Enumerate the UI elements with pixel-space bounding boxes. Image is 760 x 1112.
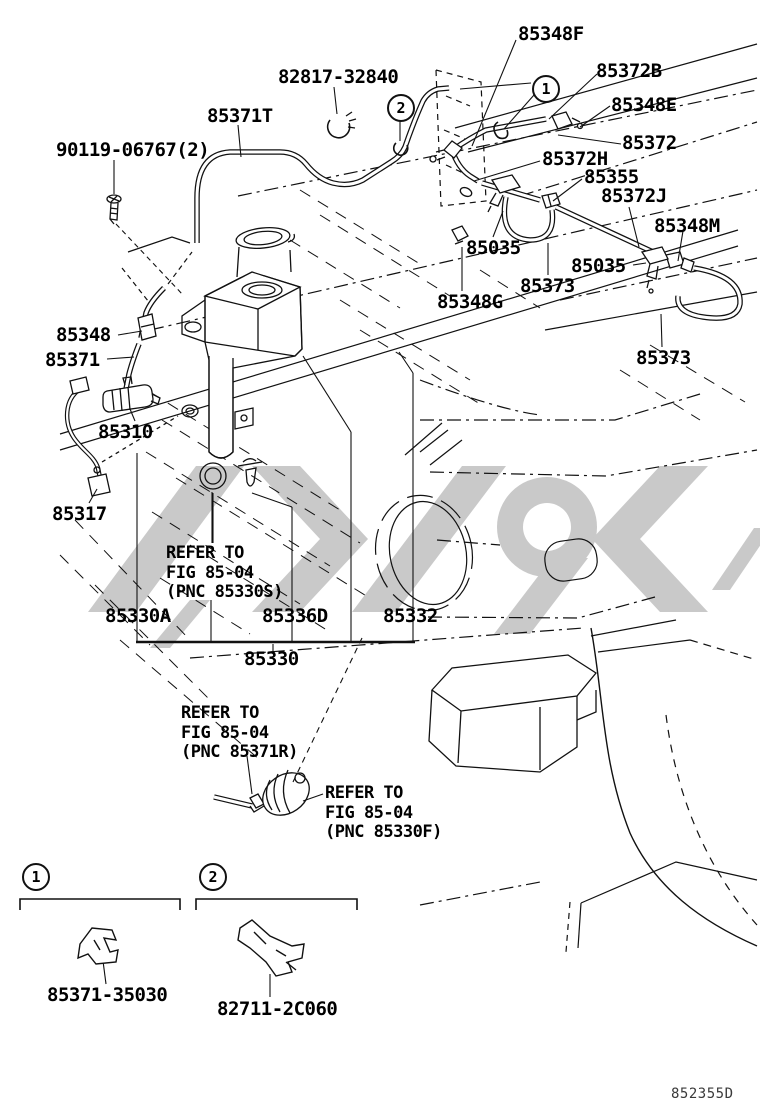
reference-note-85371r: REFER TO FIG 85-04 (PNC 85371R)	[181, 703, 298, 763]
part-label-85348: 85348	[56, 324, 111, 346]
front-washer-pump	[249, 769, 310, 816]
part-label-85372b: 85372B	[596, 60, 662, 82]
part-label-85330: 85330	[244, 648, 299, 670]
diagram-code: 852355D	[671, 1086, 734, 1102]
reference-line: REFER TO	[325, 783, 403, 803]
leader-lines	[19, 39, 684, 997]
washer-hoses	[123, 85, 743, 809]
part-label-85373-b: 85373	[636, 347, 691, 369]
part-label-85336d: 85336D	[262, 605, 328, 627]
bumper-step-box	[428, 654, 597, 773]
reference-line: (PNC 85330S)	[166, 582, 283, 602]
reference-line: REFER TO	[181, 703, 259, 723]
part-label-85372h: 85372H	[542, 148, 608, 170]
reference-line: FIG 85-04	[166, 562, 254, 583]
reference-note-85330s: REFER TO FIG 85-04 (PNC 85330S)	[166, 543, 283, 603]
part-label-85348f: 85348F	[518, 23, 584, 45]
part-label-85372j: 85372J	[601, 185, 667, 207]
part-label-85310: 85310	[98, 421, 153, 443]
part-label-85035-a: 85035	[466, 237, 521, 259]
part-label-85372: 85372	[622, 132, 677, 154]
part-label-90119-06767: 90119-06767(2)	[56, 139, 210, 161]
reference-line: (PNC 85330F)	[325, 822, 442, 842]
washer-pump-and-harness	[65, 376, 179, 497]
legend-callout-2: 2	[199, 863, 227, 891]
part-label-85348m: 85348M	[654, 215, 720, 237]
legend-clips	[77, 919, 305, 977]
reference-line: FIG 85-04	[181, 722, 269, 743]
part-label-85371: 85371	[45, 349, 100, 371]
callout-2-marker: 2	[387, 94, 415, 122]
part-label-85348e: 85348E	[611, 94, 677, 116]
part-label-85330a: 85330A	[105, 605, 171, 627]
part-label-85373-a: 85373	[520, 275, 575, 297]
part-label-82817-32840: 82817-32840	[278, 66, 399, 88]
part-label-85371-35030: 85371-35030	[47, 984, 168, 1006]
reference-note-85330f: REFER TO FIG 85-04 (PNC 85330F)	[325, 783, 442, 843]
callout-1-marker: 1	[532, 75, 560, 103]
reference-line: REFER TO	[166, 543, 244, 563]
reference-line: (PNC 85371R)	[181, 742, 298, 762]
part-label-85035-b: 85035	[571, 255, 626, 277]
part-label-85355: 85355	[584, 166, 639, 188]
legend-callout-1: 1	[22, 863, 50, 891]
part-label-85317: 85317	[52, 503, 107, 525]
watermark-logo	[88, 466, 760, 648]
reference-line: FIG 85-04	[325, 802, 413, 823]
washer-reservoir	[181, 227, 303, 490]
part-label-82711-2c060: 82711-2C060	[217, 998, 338, 1020]
part-label-85371t: 85371T	[207, 105, 273, 127]
part-label-85348g: 85348G	[437, 291, 503, 313]
fittings	[106, 111, 695, 341]
part-label-85332: 85332	[383, 605, 438, 627]
